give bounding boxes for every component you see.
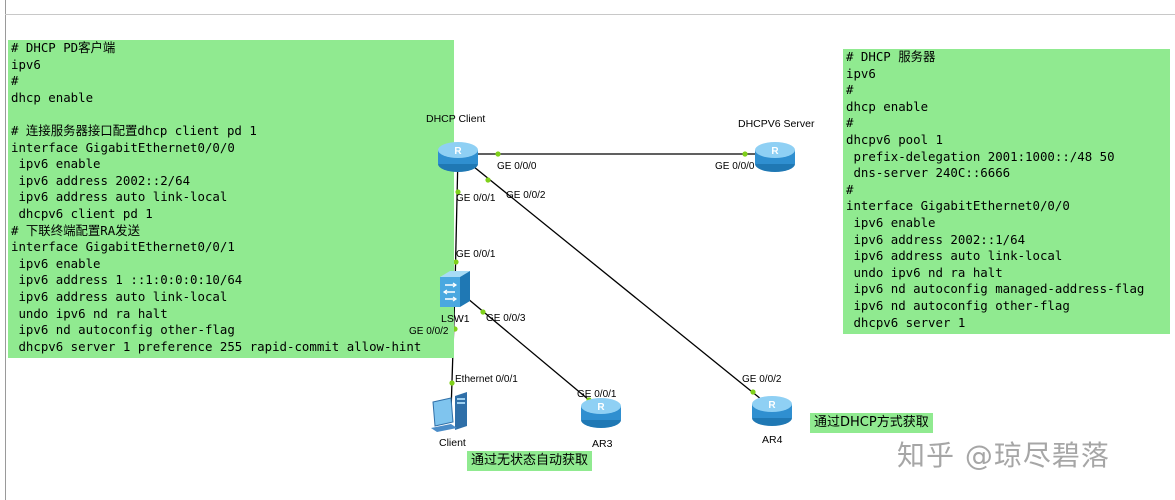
- server-config-line: interface GigabitEthernet0/0/0: [846, 198, 1070, 214]
- dhcp-client-label: DHCP Client: [426, 113, 486, 125]
- top-border-line: [5, 14, 1175, 15]
- dhcpv6-server-router-icon[interactable]: R: [753, 138, 797, 174]
- server-config-line: dhcpv6 server 1: [846, 314, 966, 330]
- client-config-line: [11, 106, 454, 123]
- server-config-line: ipv6 nd autoconfig other-flag: [846, 297, 1070, 313]
- link-client-lsw1[interactable]: [454, 153, 459, 289]
- client-pc-label: Client: [439, 437, 466, 449]
- client-config-line: interface GigabitEthernet0/0/1: [11, 239, 235, 255]
- port-label-lsw-g002: GE 0/0/2: [409, 326, 449, 337]
- port-label-ar4-g002: GE 0/0/2: [742, 374, 782, 385]
- client-config-line: ipv6 enable: [11, 255, 101, 271]
- ar3-router-icon[interactable]: R: [579, 394, 623, 430]
- server-config-line: prefix-delegation 2001:1000::/48 50: [846, 148, 1115, 164]
- port-dot-client-g001: [455, 189, 461, 195]
- zhihu-watermark: 知乎 @琼尽碧落: [897, 439, 1110, 472]
- port-label-client-g002: GE 0/0/2: [506, 190, 546, 201]
- server-config-line: dns-server 240C::6666: [846, 165, 1011, 181]
- client-config-line: ipv6 address auto link-local: [11, 189, 228, 205]
- server-config-line: ipv6 nd autoconfig managed-address-flag: [846, 281, 1145, 297]
- server-config-line: dhcp enable: [846, 98, 929, 114]
- dhcp-client-router-icon[interactable]: R: [436, 138, 480, 174]
- ar4-router-icon[interactable]: R: [750, 392, 794, 428]
- dhcpv6-server-label: DHCPV6 Server: [738, 118, 815, 130]
- client-config-line: # DHCP PD客户端: [11, 40, 116, 55]
- link-client-ar4[interactable]: [457, 153, 773, 409]
- client-config-line: ipv6 enable: [11, 156, 101, 172]
- left-border-line: [5, 0, 6, 500]
- server-config-line: ipv6 address auto link-local: [846, 248, 1063, 264]
- port-dot-pc-eth: [449, 380, 455, 386]
- server-config-line: undo ipv6 nd ra halt: [846, 264, 1003, 280]
- port-dot-client-g000: [495, 151, 501, 157]
- ar3-label: AR3: [592, 438, 613, 450]
- port-dot-lsw-g001: [453, 259, 459, 265]
- client-config-line: # 连接服务器接口配置dhcp client pd 1: [11, 122, 257, 138]
- client-config-line: ipv6 address 1 ::1:0:0:0:10/64: [11, 272, 243, 288]
- server-config-line: ipv6: [846, 65, 876, 81]
- client-config-line: undo ipv6 nd ra halt: [11, 305, 168, 321]
- server-config-line: #: [846, 181, 854, 197]
- client-config-line: ipv6 address 2002::2/64: [11, 172, 191, 188]
- port-dot-ar4-g002: [750, 389, 756, 395]
- port-label-client-g001: GE 0/0/1: [456, 193, 496, 204]
- note-dhcp-acquire: 通过DHCP方式获取: [810, 413, 933, 433]
- client-config-line: dhcpv6 client pd 1: [11, 205, 153, 221]
- client-config-line: dhcp enable: [11, 89, 94, 105]
- port-dot-client-g002: [485, 177, 491, 183]
- svg-text:R: R: [454, 146, 462, 157]
- server-config-line: ipv6 address 2002::1/64: [846, 231, 1026, 247]
- server-config-line: #: [846, 82, 854, 98]
- server-config-line: # DHCP 服务器: [846, 49, 936, 64]
- lsw1-label: LSW1: [441, 313, 470, 325]
- note-stateless-autoconfig: 通过无状态自动获取: [467, 451, 593, 471]
- svg-text:R: R: [597, 402, 605, 413]
- port-label-lsw-g003: GE 0/0/3: [486, 313, 526, 324]
- port-label-pc-eth: Ethernet 0/0/1: [455, 374, 518, 385]
- server-config-line: dhcpv6 pool 1: [846, 131, 943, 147]
- port-label-server-g000: GE 0/0/0: [715, 161, 755, 172]
- server-config-line: #: [846, 115, 854, 131]
- client-config-line: dhcpv6 server 1 preference 255 rapid-com…: [11, 338, 422, 354]
- svg-text:R: R: [771, 146, 779, 157]
- svg-text:R: R: [768, 400, 776, 411]
- port-label-lsw-g001: GE 0/0/1: [456, 249, 496, 260]
- client-config-line: ipv6: [11, 56, 41, 72]
- server-config-line: ipv6 enable: [846, 214, 936, 230]
- port-dot-lsw-g003: [480, 309, 486, 315]
- link-lsw1-ar3[interactable]: [454, 287, 602, 411]
- client-config-line: #: [11, 73, 19, 89]
- client-pc-icon[interactable]: [427, 392, 475, 436]
- ar4-label: AR4: [762, 434, 783, 446]
- client-config-line: ipv6 nd autoconfig other-flag: [11, 322, 235, 338]
- client-config-line: ipv6 address auto link-local: [11, 288, 228, 304]
- port-dot-server-g000: [742, 151, 748, 157]
- port-label-client-g000: GE 0/0/0: [497, 161, 537, 172]
- client-config-line: # 下联终端配置RA发送: [11, 222, 140, 238]
- lsw1-switch-icon[interactable]: [436, 269, 474, 309]
- client-config-line: interface GigabitEthernet0/0/0: [11, 139, 235, 155]
- port-label-ar3-g001: GE 0/0/1: [577, 389, 617, 400]
